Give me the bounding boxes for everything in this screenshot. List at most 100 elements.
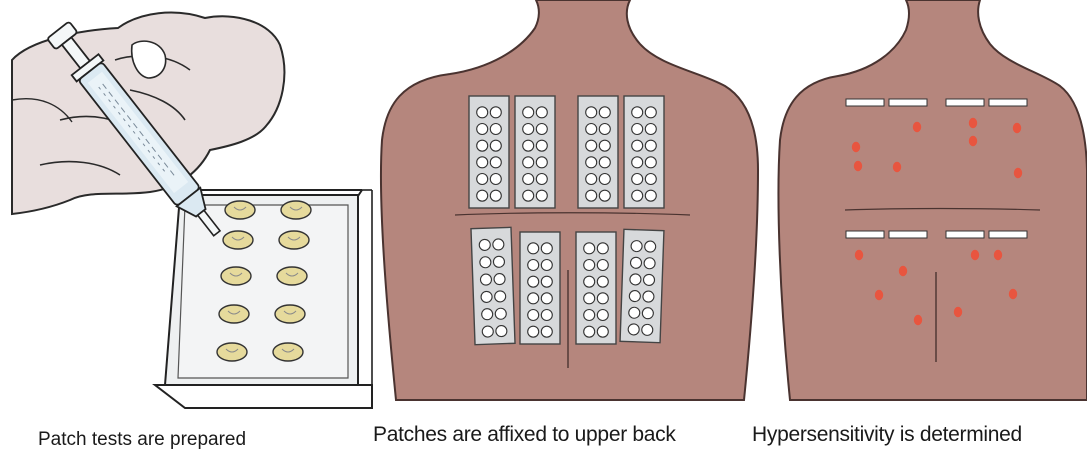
patch-well (643, 291, 654, 302)
patch-well (628, 324, 639, 335)
red-reaction-spot-icon (914, 315, 922, 325)
patch-well (645, 174, 656, 185)
patch-well (490, 174, 501, 185)
patch-well (536, 124, 547, 135)
patch-well (632, 107, 643, 118)
patch-well (644, 241, 655, 252)
red-reaction-spot-icon (1013, 123, 1021, 133)
patch-well (523, 140, 534, 151)
patch-well (645, 124, 656, 135)
patch-well (586, 124, 597, 135)
patch-well (490, 157, 501, 168)
patch-well (599, 190, 610, 201)
patch-well (523, 190, 534, 201)
patch-well (632, 140, 643, 151)
red-reaction-spot-icon (969, 136, 977, 146)
patch-well (490, 124, 501, 135)
patch-well (523, 157, 534, 168)
patch-well (536, 140, 547, 151)
marker-bar (946, 99, 984, 106)
panel-patches-affixed (381, 0, 758, 400)
red-reaction-spot-icon (875, 290, 883, 300)
patch-well (541, 293, 552, 304)
red-reaction-spot-icon (954, 307, 962, 317)
red-reaction-spot-icon (854, 161, 862, 171)
patch-well (528, 243, 539, 254)
patch-well (642, 324, 653, 335)
patch-strip (520, 232, 560, 344)
patch-well (584, 260, 595, 271)
red-reaction-spot-icon (969, 118, 977, 128)
patch-well (629, 307, 640, 318)
patch-strip (578, 96, 618, 208)
patch-well (477, 124, 488, 135)
patch-well (494, 273, 505, 284)
patch-well (632, 190, 643, 201)
patch-well (599, 174, 610, 185)
patch-well (528, 293, 539, 304)
caption-patches-affixed: Patches are affixed to upper back (373, 424, 676, 445)
patch-well (480, 257, 491, 268)
patch-well (541, 276, 552, 287)
red-reaction-spot-icon (893, 162, 901, 172)
human-back-icon (778, 0, 1087, 400)
patch-well (597, 326, 608, 337)
patch-well (481, 291, 492, 302)
patch-well (597, 260, 608, 271)
patch-well (586, 174, 597, 185)
patch-well (586, 140, 597, 151)
patch-well (493, 239, 504, 250)
patch-well (645, 190, 656, 201)
patch-well (645, 157, 656, 168)
marker-bar (946, 231, 984, 238)
patch-well (536, 107, 547, 118)
patch-well (528, 310, 539, 321)
patch-well (629, 290, 640, 301)
patch-well (599, 107, 610, 118)
red-reaction-spot-icon (913, 122, 921, 132)
patch-well (480, 274, 491, 285)
patch-strip (515, 96, 555, 208)
patch-well (541, 326, 552, 337)
patch-well (523, 174, 534, 185)
patch-well (541, 260, 552, 271)
patch-well (523, 124, 534, 135)
marker-bar (989, 231, 1027, 238)
patch-strip-body (469, 96, 509, 208)
patch-well (584, 276, 595, 287)
patch-well (642, 308, 653, 319)
patch-strip (620, 229, 664, 342)
marker-bar (889, 231, 927, 238)
patch-well (632, 174, 643, 185)
red-reaction-spot-icon (971, 250, 979, 260)
patch-well (493, 256, 504, 267)
patch-well (643, 274, 654, 285)
patch-well (632, 157, 643, 168)
patch-well (528, 260, 539, 271)
caption-preparation: Patch tests are prepared (38, 430, 246, 449)
patch-well (495, 308, 506, 319)
patch-well (477, 107, 488, 118)
patch-well (477, 190, 488, 201)
patch-well (644, 258, 655, 269)
patch-well (584, 310, 595, 321)
patch-well (541, 243, 552, 254)
patch-well (597, 310, 608, 321)
patch-well (528, 276, 539, 287)
patch-well (477, 174, 488, 185)
patch-strip (624, 96, 664, 208)
red-reaction-spot-icon (1014, 168, 1022, 178)
marker-bar (889, 99, 927, 106)
patch-well (536, 174, 547, 185)
patch-well (586, 107, 597, 118)
patch-well (490, 190, 501, 201)
patch-well (494, 291, 505, 302)
patch-well (584, 243, 595, 254)
patch-well (586, 190, 597, 201)
patch-well (631, 240, 642, 251)
patch-well (477, 157, 488, 168)
marker-bar (846, 231, 884, 238)
patch-well (599, 140, 610, 151)
patch-strip (576, 232, 616, 344)
